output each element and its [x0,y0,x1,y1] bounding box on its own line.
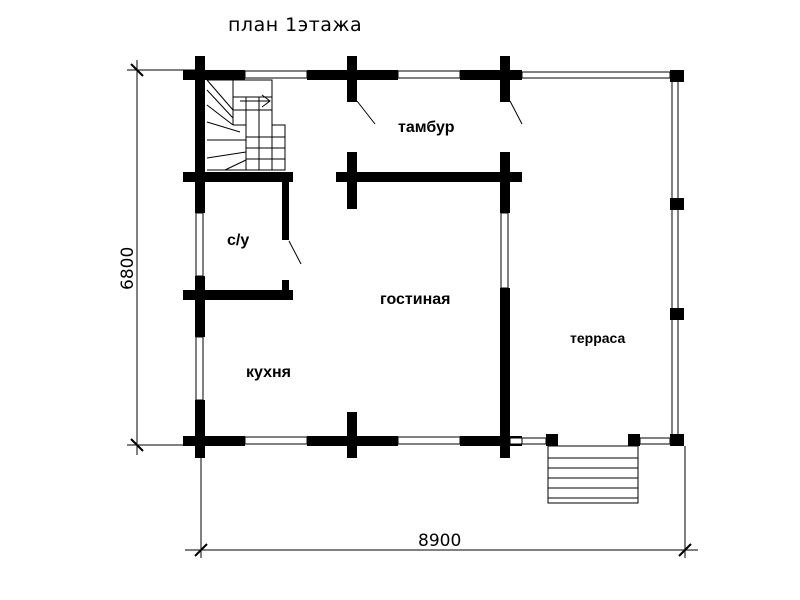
terrace-structure [509,70,684,504]
room-label-terrace: терраса [570,330,625,346]
windows [195,70,509,445]
staircase [206,79,286,171]
height-dimension: 6800 [118,247,138,290]
room-label-vestibule: тамбур [398,119,455,136]
plan-title: план 1этажа [228,14,362,36]
room-label-kitchen: кухня [246,364,291,381]
dimension-lines [127,60,698,558]
room-label-bathroom: с/у [227,232,249,249]
room-label-living-room: гостиная [380,291,450,308]
width-dimension: 8900 [418,531,461,551]
walls [183,56,522,458]
door-swings [288,100,523,265]
